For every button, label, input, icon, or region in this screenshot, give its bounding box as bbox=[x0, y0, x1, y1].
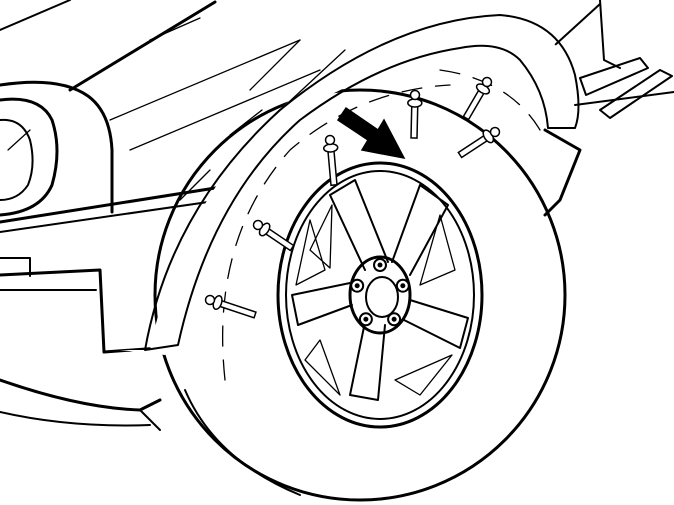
lug-nut-center bbox=[400, 283, 406, 289]
headlamp-surround bbox=[0, 80, 114, 214]
rim-window-5 bbox=[295, 219, 326, 286]
push-pin-clip-icon bbox=[322, 134, 339, 187]
lug-nut-group bbox=[350, 258, 410, 327]
rear-arch-body bbox=[543, 128, 582, 217]
fender-shading-4 bbox=[179, 169, 211, 201]
fender-shading-3 bbox=[229, 109, 263, 136]
rim-spoke-3 bbox=[403, 299, 469, 349]
push-pin-clip-icon bbox=[252, 219, 295, 252]
rim-spoke-2 bbox=[391, 184, 449, 276]
rim-outer bbox=[276, 161, 484, 429]
side-bracket bbox=[543, 57, 674, 217]
rim-window-3 bbox=[394, 354, 453, 396]
fender-surface bbox=[120, 24, 575, 356]
alloy-rim bbox=[276, 161, 484, 429]
headlamp-lens bbox=[0, 97, 59, 217]
wheel-arch-trim bbox=[144, 14, 580, 351]
bumper-grille-notch bbox=[0, 257, 31, 277]
hub-outer bbox=[348, 255, 412, 335]
hood-crease bbox=[68, 0, 217, 92]
tire-sidewall-low bbox=[184, 389, 301, 496]
rim-inner-edge bbox=[285, 170, 475, 420]
lug-nut-center bbox=[391, 316, 397, 322]
arrow-shape bbox=[336, 106, 406, 160]
hood-shading-line-2 bbox=[129, 69, 321, 151]
hood-shading-line-3 bbox=[149, 17, 201, 41]
rim-window-1 bbox=[309, 204, 333, 269]
rim-window-2 bbox=[419, 214, 456, 286]
sill-line bbox=[574, 91, 674, 106]
push-pin-clip-icon bbox=[407, 89, 423, 139]
bracket-arm-upper bbox=[579, 57, 649, 96]
push-pin-clip-icon bbox=[462, 76, 493, 121]
lug-nut-center bbox=[354, 283, 360, 289]
rim-spoke-4 bbox=[349, 321, 386, 401]
headlamp-reflector bbox=[0, 118, 34, 201]
fastener-group bbox=[204, 76, 501, 319]
bumper-bottom-edge bbox=[0, 411, 151, 427]
rim-spoke-5 bbox=[291, 282, 353, 326]
hub-cap bbox=[365, 276, 399, 318]
arch-trim-strip bbox=[144, 14, 580, 351]
hood-shading-line-1 bbox=[109, 39, 301, 121]
a-pillar bbox=[599, 0, 621, 69]
hood-line-top bbox=[0, 0, 71, 31]
bumper-top-line-2 bbox=[0, 199, 223, 233]
rim-window-4 bbox=[304, 339, 341, 396]
tire-outer bbox=[153, 88, 567, 502]
rim-spoke-1 bbox=[329, 179, 389, 271]
bumper-top-line bbox=[0, 184, 230, 224]
headlamp bbox=[0, 97, 59, 217]
lug-nut-center bbox=[363, 316, 369, 322]
push-pin-clip-icon bbox=[204, 294, 257, 319]
wheel-hub bbox=[348, 255, 412, 335]
headlamp-detail bbox=[7, 129, 31, 151]
bracket-arm-lower bbox=[599, 69, 673, 119]
bumper-corner bbox=[139, 409, 161, 431]
bumper-bottom bbox=[0, 378, 162, 412]
body-edge-top bbox=[554, 3, 601, 46]
lug-nut-center bbox=[377, 262, 383, 268]
direction-arrow bbox=[336, 106, 406, 160]
push-pin-clip-icon bbox=[457, 126, 501, 159]
fender-shading-1 bbox=[249, 39, 301, 91]
tire-tread-dash-3 bbox=[439, 69, 541, 131]
